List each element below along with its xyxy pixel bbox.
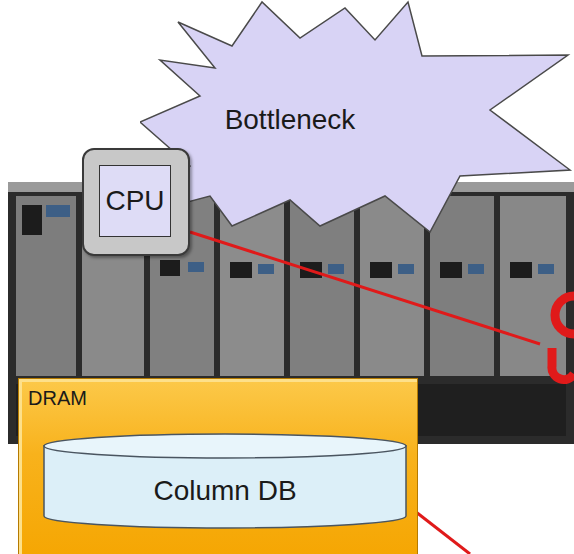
red-pointer-line [190,232,540,344]
bottleneck-starburst: Bottleneck [140,0,574,240]
dram-box: DRAM Column DB [18,378,418,554]
red-pointer-line [416,512,470,554]
node-label: Column DB [153,475,296,507]
red-letter-fragment [555,296,574,334]
red-letter-fragment [552,348,574,380]
cpu-box: CPU [82,148,190,256]
database-cylinder: Column DB [43,433,407,529]
cpu-die: CPU [99,165,171,237]
node-label: CPU [105,185,164,217]
node-label: DRAM [28,387,87,410]
node-label: Bottleneck [225,104,356,136]
starburst-outline [140,0,574,240]
